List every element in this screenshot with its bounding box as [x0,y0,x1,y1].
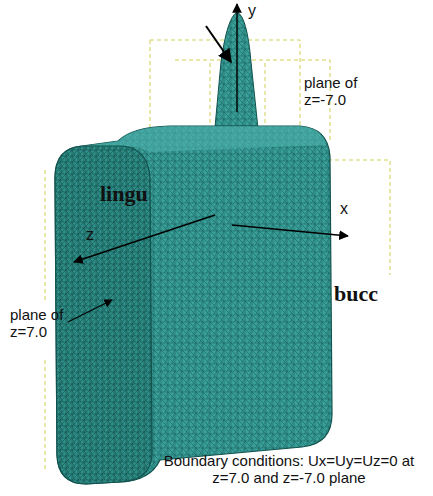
side-label: bucc [334,281,378,306]
caption: Boundary conditions: Ux=Uy=Uz=0 at z=7.0… [150,452,428,487]
y-axis [236,4,237,112]
leader-line [68,300,112,322]
z-axis [74,215,215,262]
crown-front-face [55,146,152,484]
x-axis [232,225,348,236]
side-label: lingu [100,181,148,206]
plane-label: plane of z=-7.0 [304,74,370,109]
plane-label: plane of z=7.0 [10,306,72,341]
load-arrow [206,26,231,62]
axis-label: y [248,2,256,20]
tooth-crown [55,126,332,484]
axis-label: z [86,226,94,244]
axis-label: x [340,200,348,218]
